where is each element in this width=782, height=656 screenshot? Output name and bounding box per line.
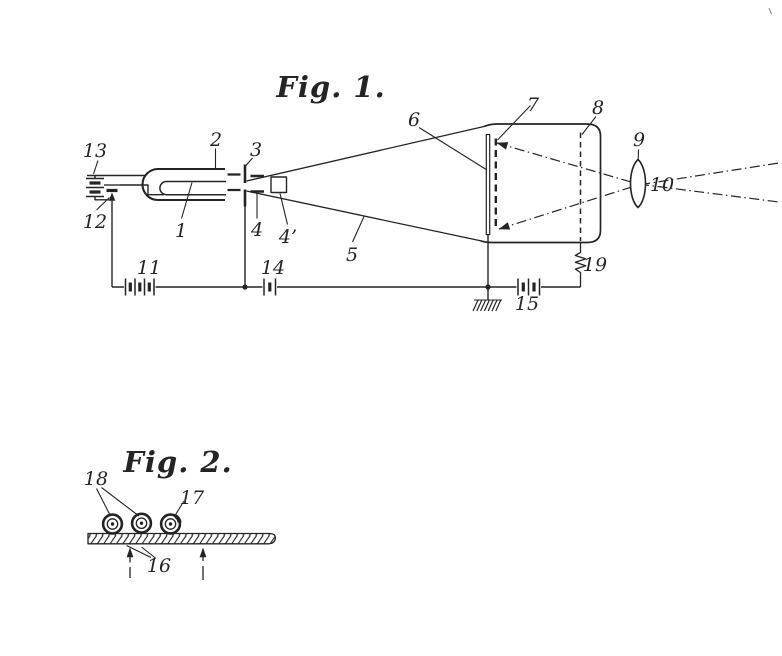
tube-envelope [247, 124, 601, 287]
label-3: 3 [250, 139, 262, 161]
leader-18b [102, 488, 140, 517]
label-11: 11 [137, 257, 161, 279]
ray-arrowhead-upper-icon [497, 142, 509, 150]
label-4-prime: 4’ [278, 226, 297, 248]
label-16: 16 [147, 555, 171, 577]
label-13: 13 [83, 140, 107, 162]
heater-filament [160, 182, 226, 195]
support-bar-16 [88, 534, 275, 544]
figure2-title: Fig. 2. [122, 445, 232, 479]
label-2: 2 [209, 129, 222, 151]
optics [497, 142, 780, 230]
ground-icon [473, 287, 502, 311]
lens-9-icon [631, 160, 646, 208]
coil-roller-17 [161, 515, 180, 534]
screen-box [481, 124, 601, 243]
label-8: 8 [592, 97, 604, 119]
label-15: 15 [515, 293, 539, 315]
electron-gun [143, 165, 287, 207]
label-12: 12 [83, 211, 107, 233]
scan-artifact [769, 8, 772, 14]
leader-13 [94, 161, 99, 175]
coil-roller-18a [103, 515, 122, 534]
label-14: 14 [261, 257, 285, 279]
battery-11-icon-thick-bars [130, 283, 149, 292]
ray-arrowhead-lower-icon [499, 222, 511, 229]
label-4: 4 [250, 219, 263, 241]
coil-roller-18b [132, 514, 151, 533]
leader-5 [353, 217, 365, 243]
electrode-4prime [271, 177, 287, 193]
coil-shading [176, 516, 180, 523]
grid-dashes [228, 175, 241, 191]
figure1-title: Fig. 1. [275, 70, 385, 104]
ground-hatch [473, 300, 501, 311]
label-6: 6 [408, 109, 420, 131]
up-arrow-right-head [200, 548, 207, 558]
leader-7 [498, 106, 531, 141]
figure-1: Fig. 1. [83, 70, 779, 315]
label-18: 18 [84, 468, 108, 490]
beam-envelope-top [247, 127, 485, 182]
label-1: 1 [175, 220, 187, 242]
label-5: 5 [346, 244, 358, 266]
label-10: 10 [650, 174, 674, 196]
coil-rollers [103, 514, 180, 534]
leader-4prime [280, 194, 288, 225]
label-7: 7 [527, 94, 540, 116]
figure1-labels: 13 12 2 3 1 4 4’ 5 6 7 8 9 10 11 14 15 1… [83, 94, 674, 315]
junction-dot [242, 284, 247, 289]
figure-2: Fig. 2. [84, 445, 275, 580]
label-19: 19 [583, 254, 607, 276]
label-9: 9 [633, 129, 645, 151]
screen-plate-6 [486, 135, 489, 235]
label-17: 17 [180, 487, 205, 509]
